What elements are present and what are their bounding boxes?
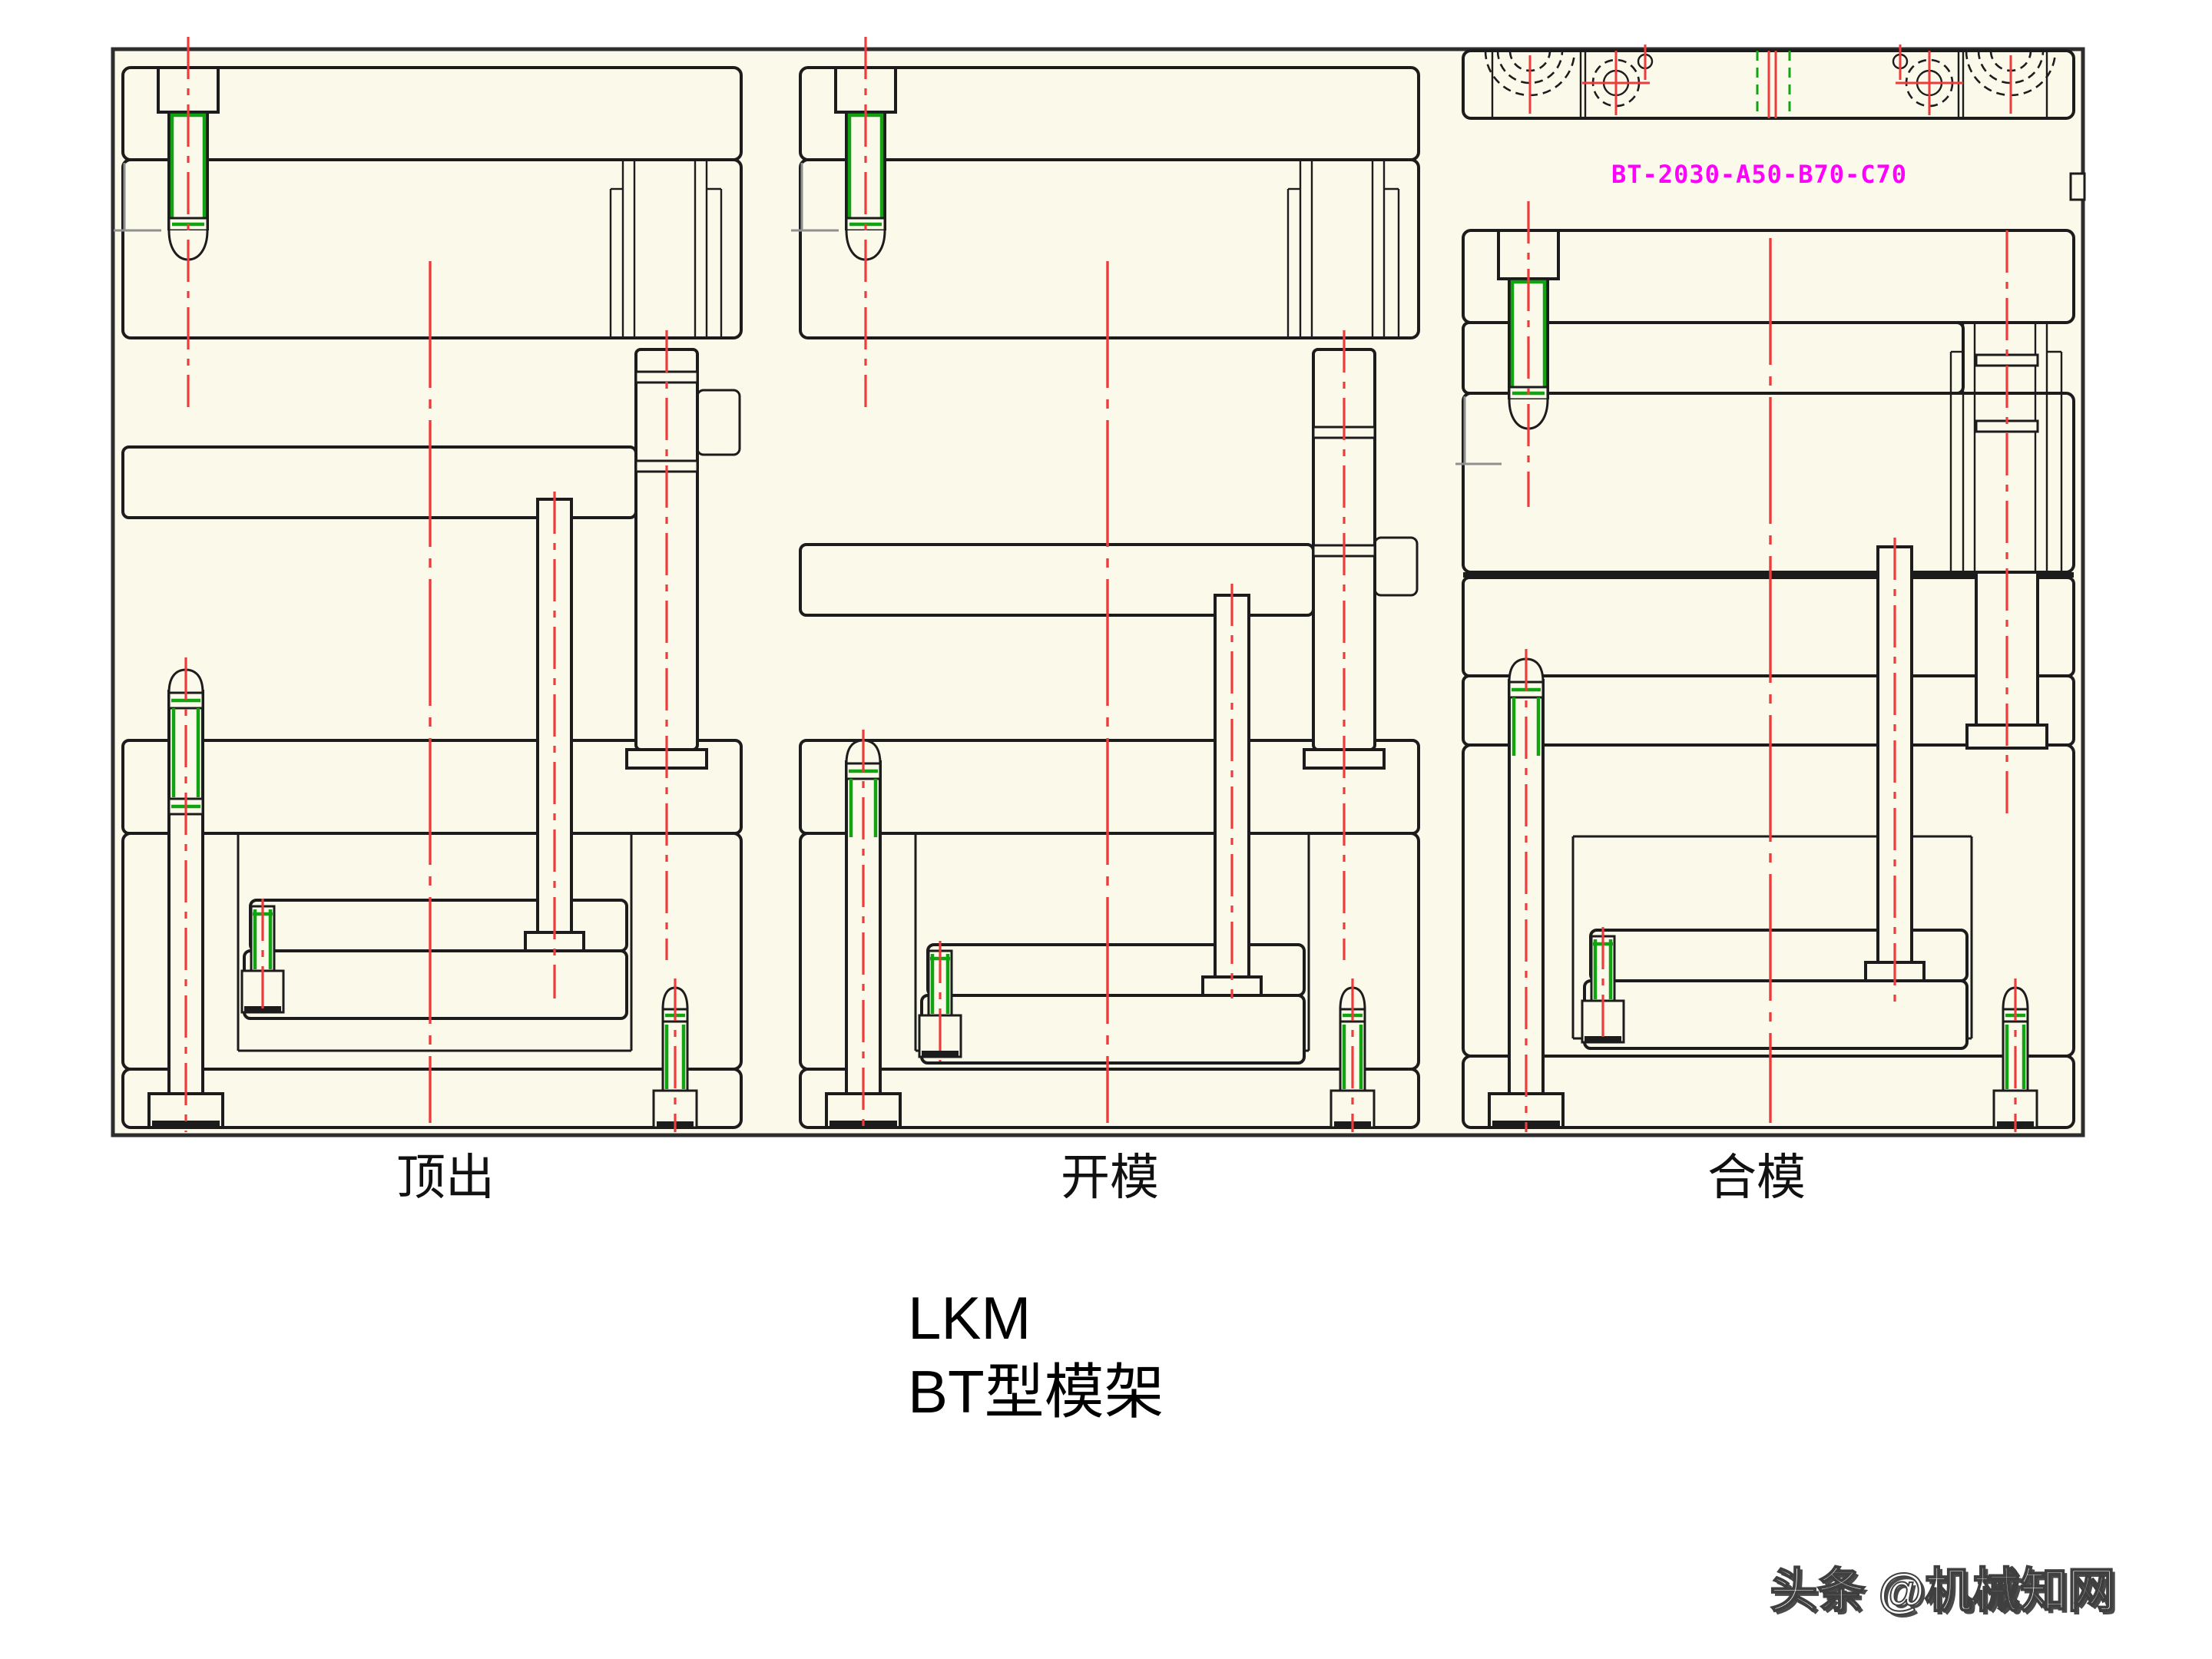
cavity-plate: [799, 158, 1420, 339]
mold-view-open: [791, 37, 1420, 1132]
guide-bush: [1949, 323, 2063, 572]
centerlines: [862, 37, 1354, 1132]
bottom-clamp-plate: [121, 1068, 743, 1129]
state-label-open: 开模: [1061, 1151, 1159, 1205]
guide-bush: [609, 160, 723, 338]
guide-bush: [1286, 160, 1400, 338]
ejector-base-plate: [1583, 979, 1969, 1050]
watermark: 头条 @机械知网: [1769, 1564, 2116, 1618]
step-lines: [1455, 396, 1502, 465]
plan-view-strip: [1462, 45, 2075, 120]
mold-base-part-number: BT-2030-A50-B70-C70: [1611, 160, 1908, 189]
sheet-edge-tab: [2069, 172, 2086, 201]
centerlines: [1525, 201, 2017, 1132]
cavity-plate: [121, 158, 743, 339]
state-label-ejected: 顶出: [396, 1151, 495, 1205]
state-label-closed: 合模: [1707, 1151, 1806, 1205]
bush-collar: [1373, 536, 1419, 597]
bush-collar: [696, 389, 741, 456]
cap-screw: [834, 66, 897, 261]
caption-series-code: BT: [908, 1358, 985, 1426]
bottom-clamp-plate: [1462, 1055, 2075, 1129]
ejector-base-plate: [243, 949, 628, 1020]
ejector-base-plate: [920, 994, 1306, 1065]
step-lines: [114, 163, 161, 232]
caption-series: BT型模架: [908, 1355, 1164, 1429]
parting-line: [1463, 572, 2074, 578]
centerlines: [184, 37, 677, 1132]
caption-series-name: 型模架: [984, 1359, 1164, 1426]
mold-view-ejected: [114, 37, 743, 1132]
caption-brand: LKM: [908, 1284, 1031, 1352]
mold-view-closed: [1455, 45, 2075, 1132]
bottom-clamp-plate: [799, 1068, 1420, 1129]
step-lines: [791, 163, 839, 232]
caption: LKM BT型模架: [908, 1281, 1164, 1429]
